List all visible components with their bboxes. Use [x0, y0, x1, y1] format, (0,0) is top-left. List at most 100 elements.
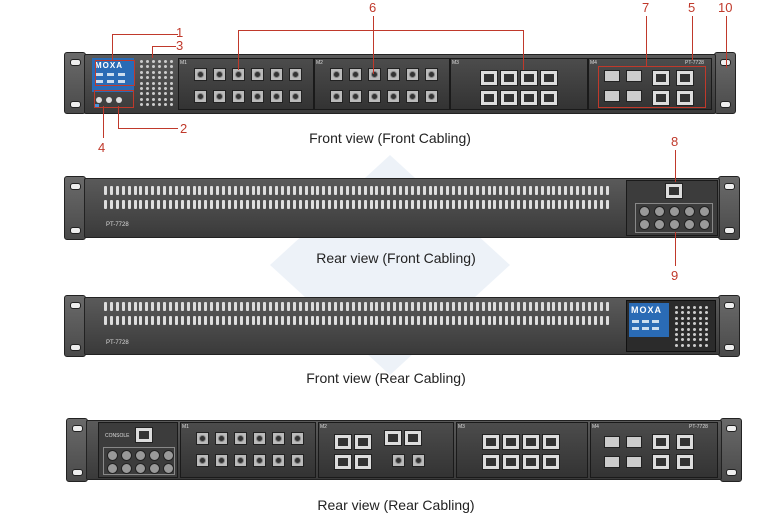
rj45-port [522, 454, 540, 470]
vent-slot [416, 302, 420, 311]
led-dot [705, 311, 708, 315]
led-dot [152, 97, 155, 101]
vent-slot [428, 200, 432, 209]
vent-slot [322, 186, 326, 195]
vent-slot [452, 302, 456, 311]
rj45-port [652, 434, 670, 450]
vent-slot [109, 316, 113, 325]
vent-slot [587, 302, 591, 311]
led-dot [170, 65, 173, 69]
rj45-port [482, 434, 500, 450]
vent-slot [369, 316, 373, 325]
terminal-screw [163, 463, 174, 474]
power-terminal-block [103, 447, 175, 475]
vent-slot [428, 316, 432, 325]
vent-slot [192, 302, 196, 311]
led-dot [140, 65, 143, 69]
callout-1: 1 [176, 25, 184, 40]
led-dot [699, 306, 702, 309]
led-dot [164, 60, 167, 63]
vent-slot [446, 186, 450, 195]
vent-slot [222, 186, 225, 195]
callout-9: 9 [671, 268, 679, 283]
vent-slot [239, 316, 243, 325]
vent-slot [340, 200, 343, 209]
fiber-port [330, 90, 343, 103]
led-dot [699, 343, 702, 347]
vent-slot [257, 316, 261, 325]
terminal-screw [684, 206, 695, 217]
vent-slot [286, 316, 290, 325]
vent-slot [375, 316, 379, 325]
vent-slot [304, 200, 308, 209]
sfp-port [626, 456, 642, 468]
vent-slot [440, 316, 444, 325]
vent-slot [399, 316, 402, 325]
vent-slot [587, 186, 591, 195]
vent-slot [186, 302, 190, 311]
vent-slot [387, 316, 391, 325]
vent-slot [275, 200, 279, 209]
led-dot [152, 81, 155, 85]
console-port [135, 427, 153, 443]
callout-4: 4 [98, 140, 106, 155]
vent-slot [168, 302, 172, 311]
vent-slot [463, 302, 467, 311]
led-dot [140, 92, 143, 96]
vent-slot [310, 316, 314, 325]
vent-slot [163, 200, 166, 209]
fiber-port [425, 90, 438, 103]
led-dot [699, 311, 702, 315]
vent-slot [452, 186, 456, 195]
fiber-port [291, 454, 304, 467]
vent-slot [463, 186, 467, 195]
vent-grille [104, 186, 614, 212]
vent-slot [381, 302, 385, 311]
sfp-port [604, 90, 620, 102]
vent-slot [316, 316, 320, 325]
caption-rear-front-cabling: Rear view (Front Cabling) [316, 250, 476, 266]
vent-slot [599, 186, 603, 195]
vent-slot [505, 302, 509, 311]
reset-buttons [94, 95, 132, 108]
vent-slot [109, 302, 113, 311]
sfp-port [626, 436, 642, 448]
vent-slot [369, 302, 373, 311]
fiber-port [196, 454, 209, 467]
vent-slot [115, 186, 119, 195]
vent-slot [198, 186, 202, 195]
vent-slot [481, 186, 485, 195]
led-dot [164, 76, 167, 80]
vent-slot [369, 186, 373, 195]
vent-slot [139, 302, 143, 311]
rj45-port [540, 70, 558, 86]
vent-slot [475, 200, 479, 209]
led-dot [152, 70, 155, 74]
vent-slot [528, 316, 532, 325]
vent-slot [416, 316, 420, 325]
vent-slot [363, 186, 367, 195]
vent-slot [345, 200, 349, 209]
vent-slot [416, 200, 420, 209]
port-led-matrix [138, 58, 174, 108]
vent-slot [210, 302, 214, 311]
led-dot [170, 92, 173, 96]
vent-slot [133, 200, 137, 209]
led-dot [693, 327, 696, 331]
vent-slot [404, 200, 408, 209]
vent-slot [145, 316, 149, 325]
model-label: PT-7728 [106, 340, 129, 346]
led-dot [152, 76, 155, 80]
fiber-port [289, 68, 302, 81]
vent-slot [121, 302, 125, 311]
vent-slot [381, 186, 385, 195]
rj45-port [500, 90, 518, 106]
led-dot [170, 103, 173, 107]
vent-slot [605, 302, 609, 311]
terminal-screw [149, 463, 160, 474]
vent-slot [570, 316, 574, 325]
vent-slot [269, 200, 273, 209]
vent-slot [192, 186, 196, 195]
rj45-port [500, 70, 518, 86]
vent-slot [216, 200, 220, 209]
